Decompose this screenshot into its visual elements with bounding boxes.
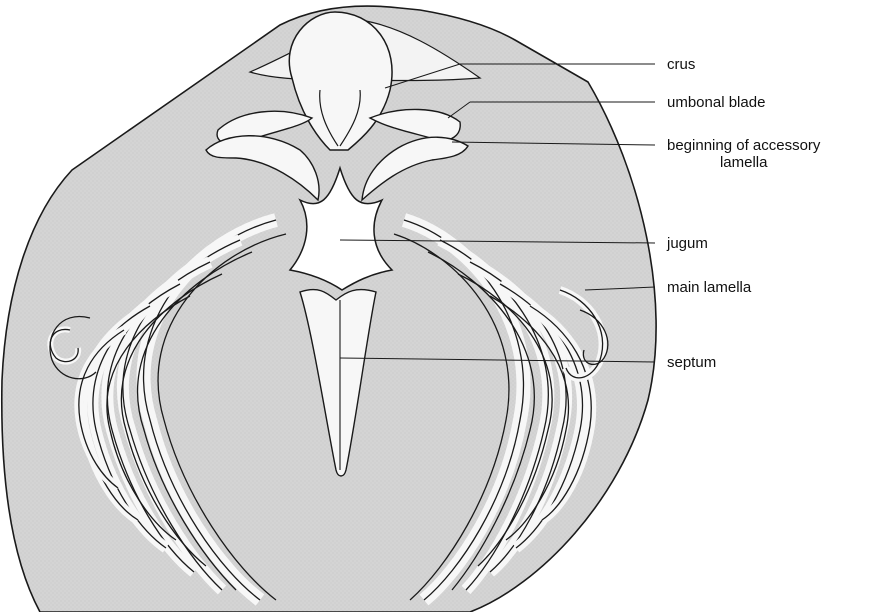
label-accessory-lamella-line2: lamella [667, 154, 820, 171]
label-crus: crus [667, 56, 695, 73]
label-umbonal-blade: umbonal blade [667, 94, 765, 111]
label-accessory-lamella-line1: beginning of accessory [667, 137, 820, 154]
label-septum: septum [667, 354, 716, 371]
label-accessory-lamella: beginning of accessory lamella [667, 137, 820, 171]
label-main-lamella: main lamella [667, 279, 751, 296]
label-jugum: jugum [667, 235, 708, 252]
